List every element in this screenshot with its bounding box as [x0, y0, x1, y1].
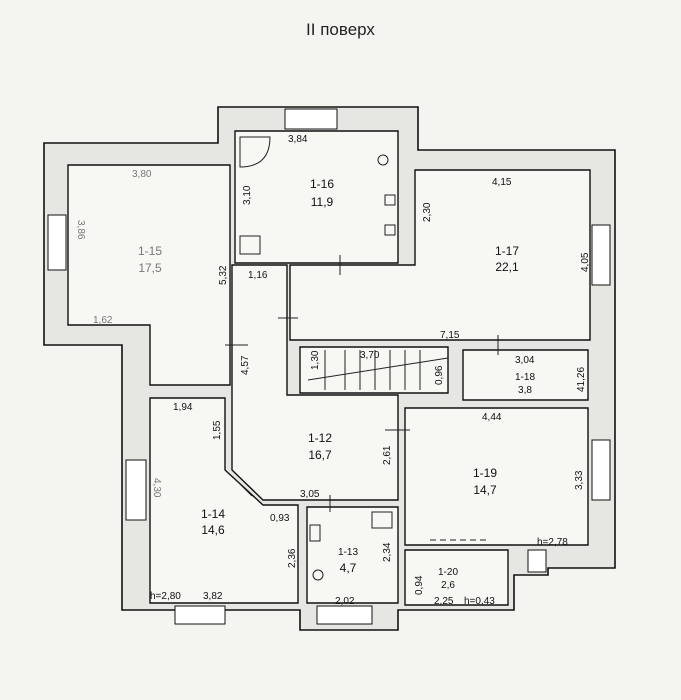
room-1-20-area: 2,6 [441, 580, 455, 591]
window [47, 214, 67, 271]
dimension-label: 3,05 [300, 489, 320, 500]
fixture-icon [384, 224, 396, 236]
window [316, 605, 373, 625]
stair-treads [307, 350, 449, 390]
room-1-13-id: 1-13 [338, 547, 358, 558]
room-1-20-id: 1-20 [438, 567, 458, 578]
sink-icon [371, 511, 393, 529]
sink-icon [239, 235, 261, 255]
dimension-label: 7,15 [440, 330, 460, 341]
room-1-18 [462, 349, 589, 401]
height-label: h=0,43 [464, 596, 495, 607]
window [174, 605, 226, 625]
room-1-16 [234, 130, 399, 264]
toilet-icon [377, 154, 389, 166]
fixture-icon [312, 569, 324, 581]
room-1-15-id: 1-15 [138, 244, 162, 258]
dimension-label: 3,70 [360, 350, 380, 361]
shower-icon [239, 136, 271, 168]
room-1-15 [67, 164, 231, 386]
dimension-label: 3,82 [203, 591, 223, 602]
room-1-17 [289, 169, 591, 341]
dimension-label: 2,30 [422, 202, 433, 222]
door-marks [225, 255, 499, 541]
room-1-14 [149, 397, 299, 604]
dimension-label: 2,02 [335, 596, 355, 607]
height-label: h=2,80 [150, 591, 181, 602]
dimension-label: 4,44 [482, 412, 502, 423]
room-1-18-area: 3,8 [518, 385, 532, 396]
dimension-label: 3,80 [132, 169, 152, 180]
dimension-label: 2,34 [382, 542, 393, 562]
room-1-17-id: 1-17 [495, 244, 519, 258]
dimension-label: 3,04 [515, 355, 535, 366]
height-label: h=2,78 [537, 537, 568, 548]
dimension-label: 4,05 [580, 252, 591, 272]
room-1-16-id: 1-16 [310, 177, 334, 191]
dimension-label: 0,96 [434, 365, 445, 385]
window [125, 459, 147, 521]
room-1-12-area: 16,7 [308, 448, 332, 462]
dimension-label: 1,94 [173, 402, 193, 413]
dimension-label: 5,32 [218, 265, 229, 285]
room-1-19-area: 14,7 [473, 483, 497, 497]
room-1-14-area: 14,6 [201, 523, 225, 537]
window [591, 224, 611, 286]
room-1-15-area: 17,5 [138, 261, 162, 275]
dimension-label: 1,55 [212, 420, 223, 440]
dimension-label: 4,57 [240, 355, 251, 375]
dimension-label: 2,61 [382, 445, 393, 465]
room-1-17-area: 22,1 [495, 260, 519, 274]
dimension-label: 2,36 [287, 548, 298, 568]
dimension-label: 3,86 [75, 220, 86, 240]
room-1-12-id: 1-12 [308, 431, 332, 445]
dimension-label: 4,30 [151, 478, 162, 498]
room-1-19-id: 1-19 [473, 466, 497, 480]
room-1-18-id: 1-18 [515, 372, 535, 383]
fixture-icon [384, 194, 396, 206]
window [284, 108, 338, 130]
room-1-13-area: 4,7 [340, 561, 357, 575]
toilet-icon [309, 524, 321, 542]
dimension-label: 1,16 [248, 270, 268, 281]
room-1-12 [231, 264, 399, 501]
room-1-20 [404, 549, 509, 606]
dimension-label: 4,15 [492, 177, 512, 188]
dimension-label: 3,10 [242, 185, 253, 205]
dimension-label: 1,30 [310, 350, 321, 370]
room-1-14-id: 1-14 [201, 507, 225, 521]
dimension-label: 41,26 [576, 367, 587, 392]
dimension-label: 1,62 [93, 315, 113, 326]
window [527, 549, 547, 573]
dimension-label: 2,25 [434, 596, 454, 607]
dimension-label: 0,94 [414, 575, 425, 595]
room-1-19 [404, 407, 589, 546]
dimension-label: 3,33 [574, 470, 585, 490]
window [591, 439, 611, 501]
dimension-label: 0,93 [270, 513, 290, 524]
page-title: II поверх [306, 20, 375, 39]
room-1-16-area: 11,9 [311, 195, 334, 209]
room-1-13 [306, 506, 399, 604]
dimension-label: 3,84 [288, 134, 308, 145]
